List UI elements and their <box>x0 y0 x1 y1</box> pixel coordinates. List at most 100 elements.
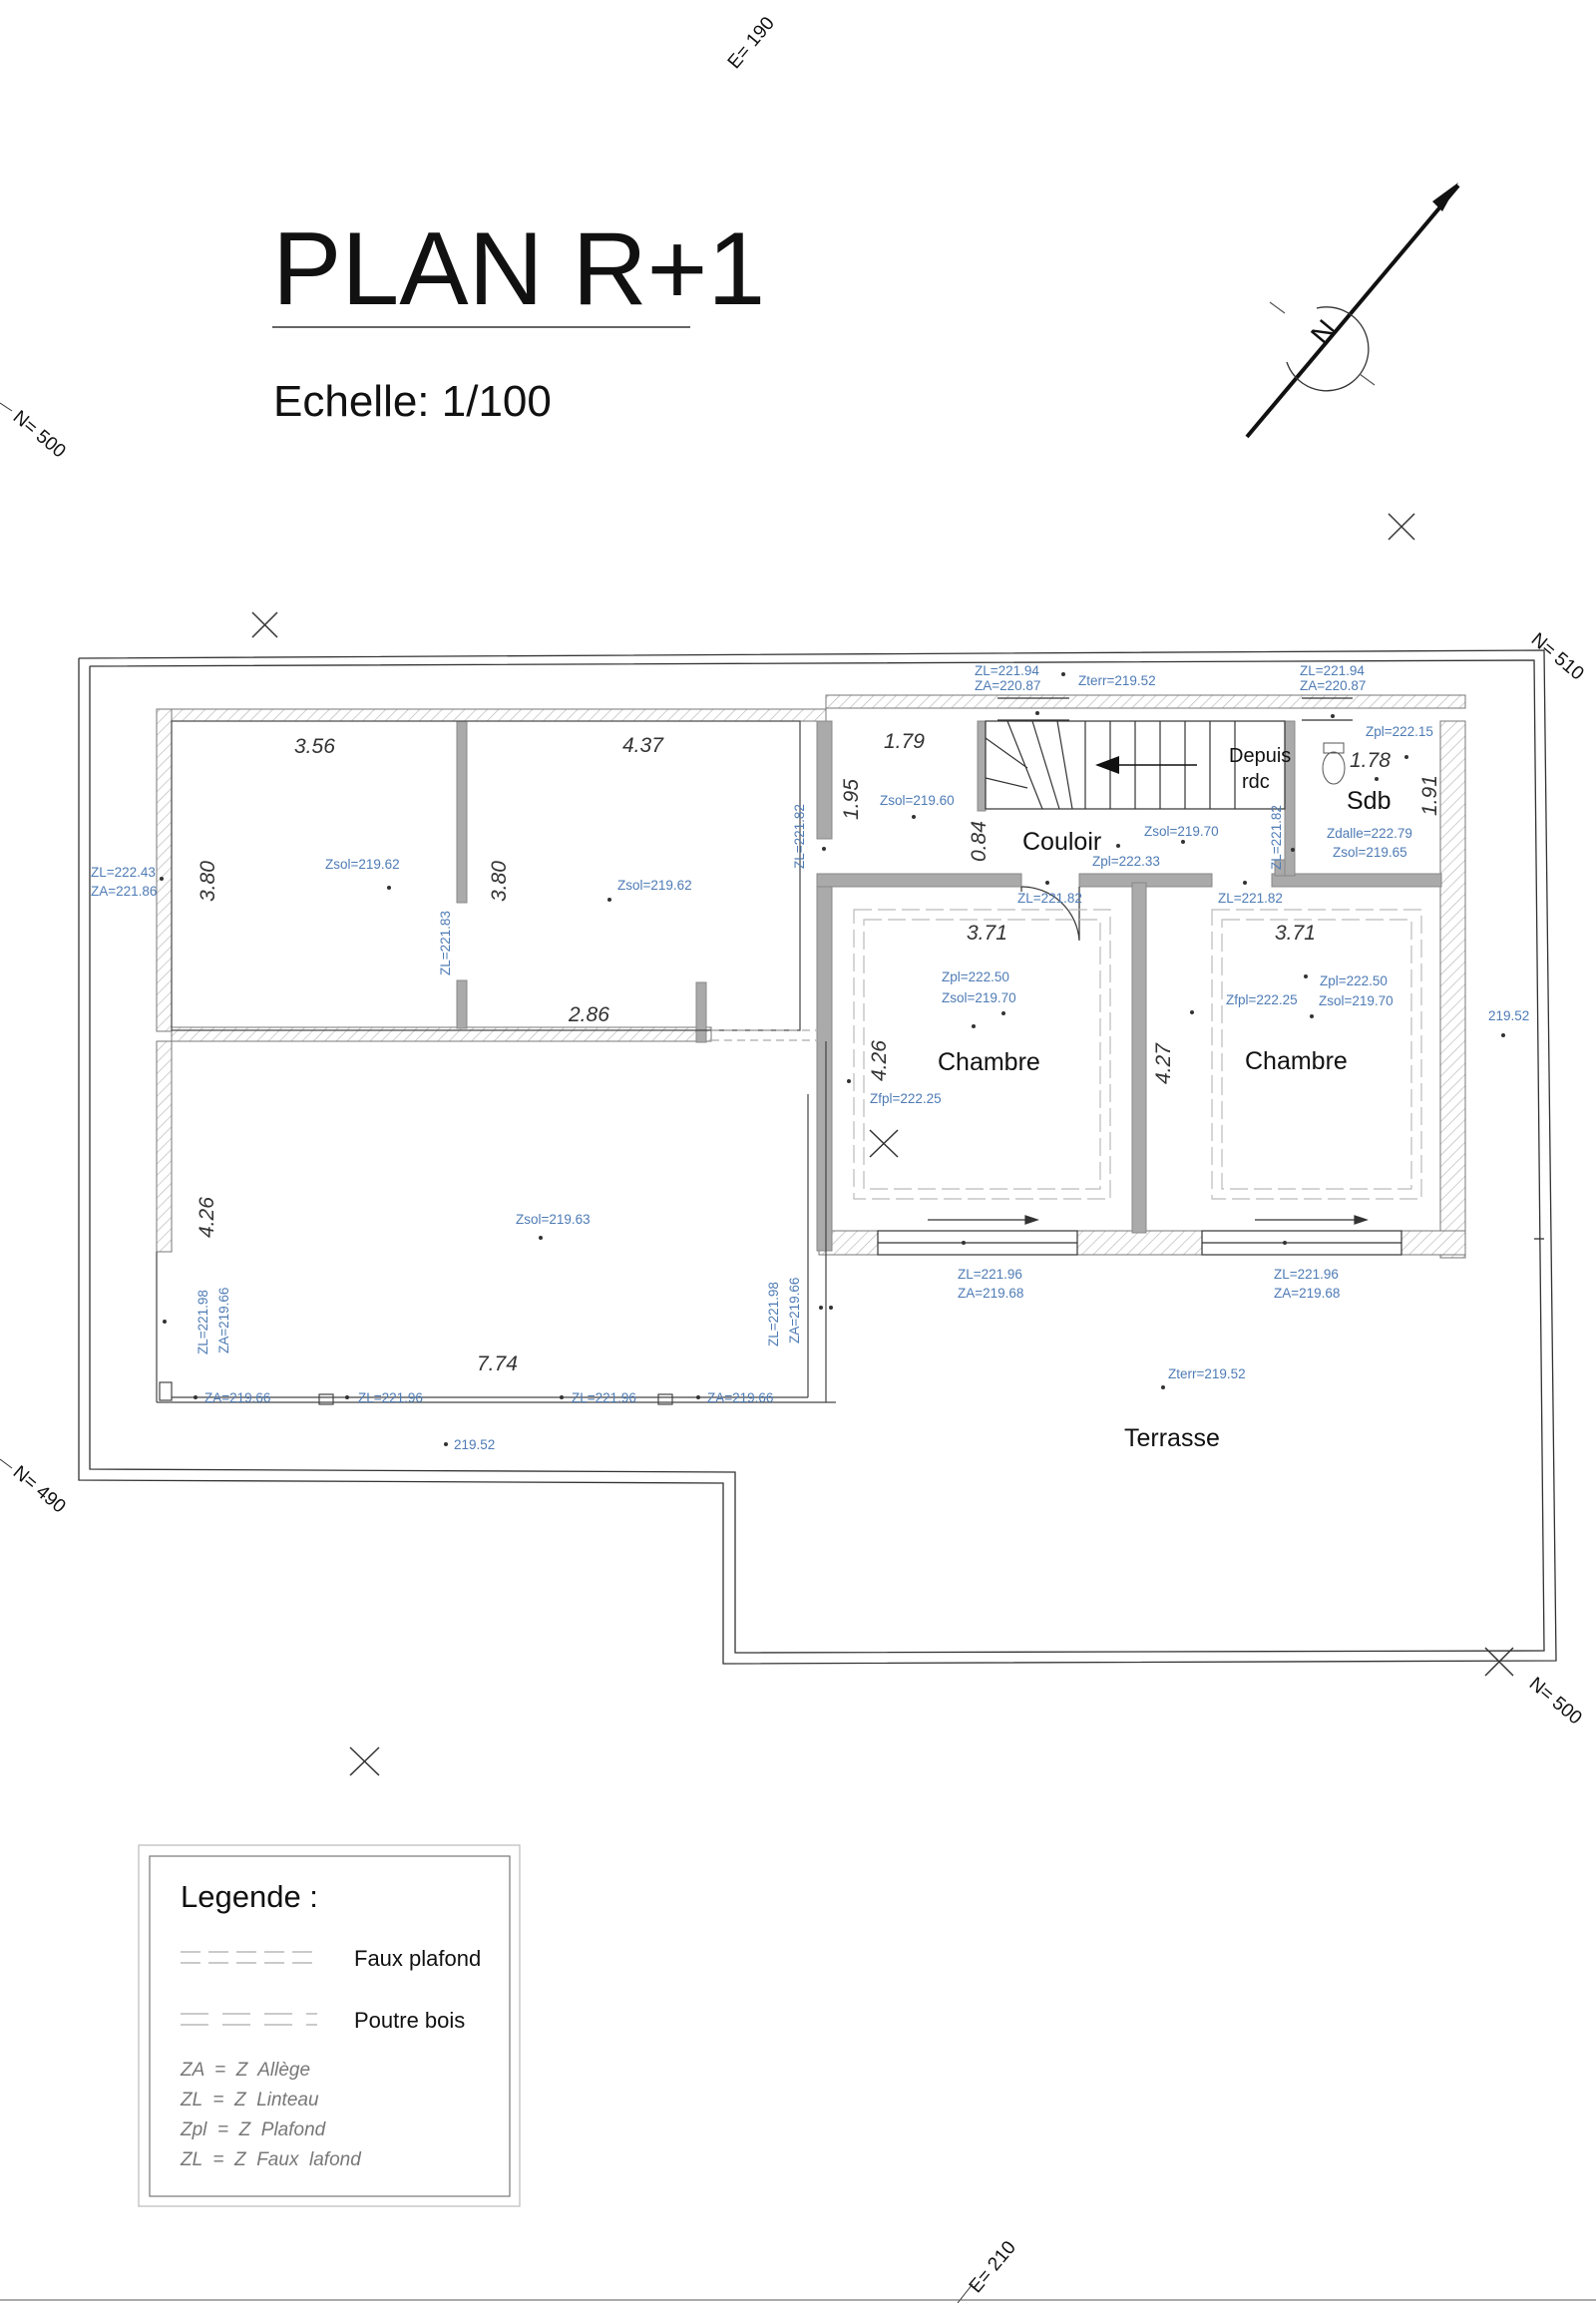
level-label: Zpl=222.15 <box>1366 724 1433 739</box>
level-label: Zsol=219.62 <box>617 878 692 893</box>
grid-label-n500-right: N= 500 <box>1525 1674 1586 1729</box>
level-label: Zsol=219.62 <box>325 857 400 872</box>
legend-item-faux-plafond: Faux plafond <box>354 1946 481 1971</box>
legend: Legende : Faux plafond Poutre bois ZA = … <box>138 1844 521 2207</box>
level-label: Zterr=219.52 <box>1078 673 1156 688</box>
level-label: ZL=221.82 <box>1017 891 1082 906</box>
grid-label-n500-left: N= 500 <box>9 407 70 463</box>
dimension-label: 4.26 <box>868 1040 891 1081</box>
level-label: ZA=219.66 <box>787 1278 802 1343</box>
survey-cross-icon <box>1484 1647 1514 1677</box>
dimension-label: 3.71 <box>967 922 1007 945</box>
legend-abbr-zl: ZL = Z Linteau <box>180 2090 319 2111</box>
grid-label-n510: N= 510 <box>1527 629 1588 685</box>
level-label: ZL=221.82 <box>1218 891 1283 906</box>
level-label: Zpl=222.50 <box>942 969 1009 984</box>
stair-label-rdc: rdc <box>1242 771 1270 793</box>
level-label: ZL=221.98 <box>196 1290 210 1354</box>
level-label: ZA=220.87 <box>1300 678 1366 693</box>
survey-cross-icon <box>349 1746 380 1776</box>
level-label: ZL=221.96 <box>572 1390 636 1405</box>
survey-cross-icon <box>869 1129 899 1158</box>
legend-item-poutre-bois: Poutre bois <box>354 2008 465 2033</box>
level-label: ZA=219.68 <box>958 1286 1023 1301</box>
survey-markers <box>251 513 1514 1776</box>
legend-abbr-zfl: ZL = Z Faux lafond <box>180 2149 362 2170</box>
dimension-label: 7.74 <box>477 1352 518 1375</box>
level-label: Zsol=219.65 <box>1333 845 1407 860</box>
level-label: Zsol=219.70 <box>942 990 1016 1005</box>
dimension-label: 2.86 <box>568 1003 609 1026</box>
staircase <box>985 697 1353 810</box>
dimension-label: 4.27 <box>1152 1042 1175 1084</box>
poutre-bois-symbol-icon <box>181 2013 317 2026</box>
level-label: Zsol=219.63 <box>516 1212 591 1227</box>
dimension-label: 1.95 <box>840 779 863 820</box>
plan-title: PLAN R+1 <box>272 211 765 327</box>
legend-title: Legende : <box>181 1879 318 1914</box>
room-label-terrasse: Terrasse <box>1124 1424 1220 1452</box>
faux-plafond-outlines <box>853 909 1422 1200</box>
interior-walls <box>456 720 1442 1252</box>
survey-cross-icon <box>251 611 278 638</box>
level-label: 219.52 <box>454 1437 495 1452</box>
grid-label-e190: E= 190 <box>724 13 779 73</box>
dimension-label: 3.56 <box>294 735 335 758</box>
stair-direction-arrow-icon <box>1095 756 1119 774</box>
dimension-label: 1.79 <box>884 730 925 753</box>
level-label: ZL=221.83 <box>438 911 453 975</box>
level-label: ZL=221.94 <box>975 663 1039 678</box>
level-label: ZA=219.66 <box>216 1288 231 1353</box>
legend-abbr-zpl: Zpl = Z Plafond <box>180 2119 327 2140</box>
legend-frame <box>138 1844 521 2207</box>
dimension-label: 1.91 <box>1418 775 1441 816</box>
level-label: Zpl=222.33 <box>1092 854 1160 869</box>
faux-plafond-symbol-icon <box>181 1951 317 1964</box>
legend-abbr-za: ZA = Z Allège <box>180 2060 310 2081</box>
level-annotations: ZL=221.94 ZA=220.87 Zterr=219.52 ZL=221.… <box>91 663 1529 1452</box>
level-label: ZL=222.43 <box>91 865 156 880</box>
dimension-label: 4.26 <box>196 1197 218 1238</box>
level-label: 219.52 <box>1488 1008 1529 1023</box>
room-label-sdb: Sdb <box>1347 787 1391 815</box>
stair-label-depuis: Depuis <box>1229 745 1291 767</box>
level-label: ZL=221.98 <box>766 1282 781 1346</box>
level-label: ZL=221.96 <box>358 1390 423 1405</box>
level-label: ZL=221.82 <box>792 804 807 869</box>
level-label: ZL=221.96 <box>1274 1267 1339 1282</box>
dimension-label: 3.80 <box>197 861 219 902</box>
level-label: ZA=219.68 <box>1274 1286 1340 1301</box>
dimension-label: 1.78 <box>1350 749 1391 772</box>
level-label: ZA=220.87 <box>975 678 1040 693</box>
level-label: Zfpl=222.25 <box>1226 992 1298 1007</box>
level-label: ZA=219.66 <box>707 1390 773 1405</box>
room-outlines <box>156 720 836 1405</box>
room-labels: Couloir Sdb Depuis rdc Chambre Chambre T… <box>938 745 1391 1452</box>
bathroom-fixtures <box>1322 742 1346 785</box>
dimension-label: 0.84 <box>968 821 991 862</box>
north-arrow-icon: N <box>1245 183 1460 439</box>
room-label-couloir: Couloir <box>1022 828 1101 856</box>
level-points <box>160 672 1505 1446</box>
dimension-label: 3.80 <box>488 861 511 902</box>
level-label: ZA=221.86 <box>91 884 157 899</box>
grid-label-n490: N= 490 <box>9 1462 70 1518</box>
dimension-label: 3.71 <box>1275 922 1316 945</box>
level-label: Zpl=222.50 <box>1320 973 1388 988</box>
grid-references: N= 500 N= 490 E= 190 E= 210 N= 510 N= 50… <box>0 13 1596 2303</box>
level-label: ZA=219.66 <box>204 1390 270 1405</box>
level-label: Zsol=219.60 <box>880 793 955 808</box>
level-label: ZL=221.82 <box>1269 805 1284 870</box>
level-label: Zdalle=222.79 <box>1327 826 1412 841</box>
level-label: ZL=221.96 <box>958 1267 1022 1282</box>
level-label: ZL=221.94 <box>1300 663 1365 678</box>
doors <box>1020 886 1080 942</box>
legend-inner-frame <box>149 1855 511 2197</box>
scale-label: Echelle: 1/100 <box>273 377 552 426</box>
level-label: Zsol=219.70 <box>1144 824 1219 839</box>
slab-outline <box>78 649 1557 1665</box>
level-label: Zsol=219.70 <box>1319 993 1394 1008</box>
dimension-label: 4.37 <box>622 734 664 757</box>
room-label-chambre-2: Chambre <box>1245 1047 1348 1075</box>
